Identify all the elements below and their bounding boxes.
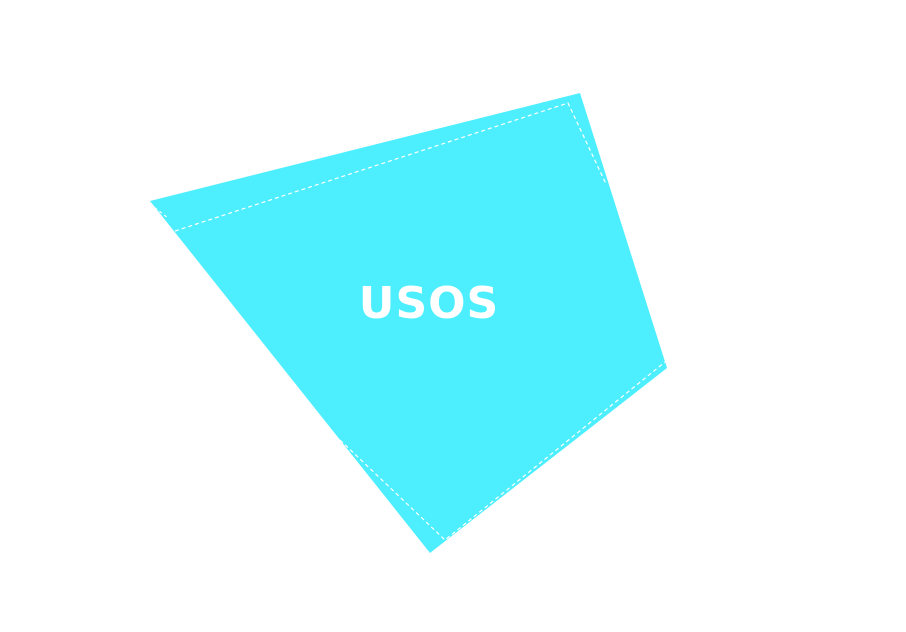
dashed-outline: [174, 102, 607, 232]
shape-label: USOS: [359, 278, 500, 329]
dashed-outline-corner: [149, 203, 169, 219]
polygon-shape[interactable]: [150, 93, 667, 553]
